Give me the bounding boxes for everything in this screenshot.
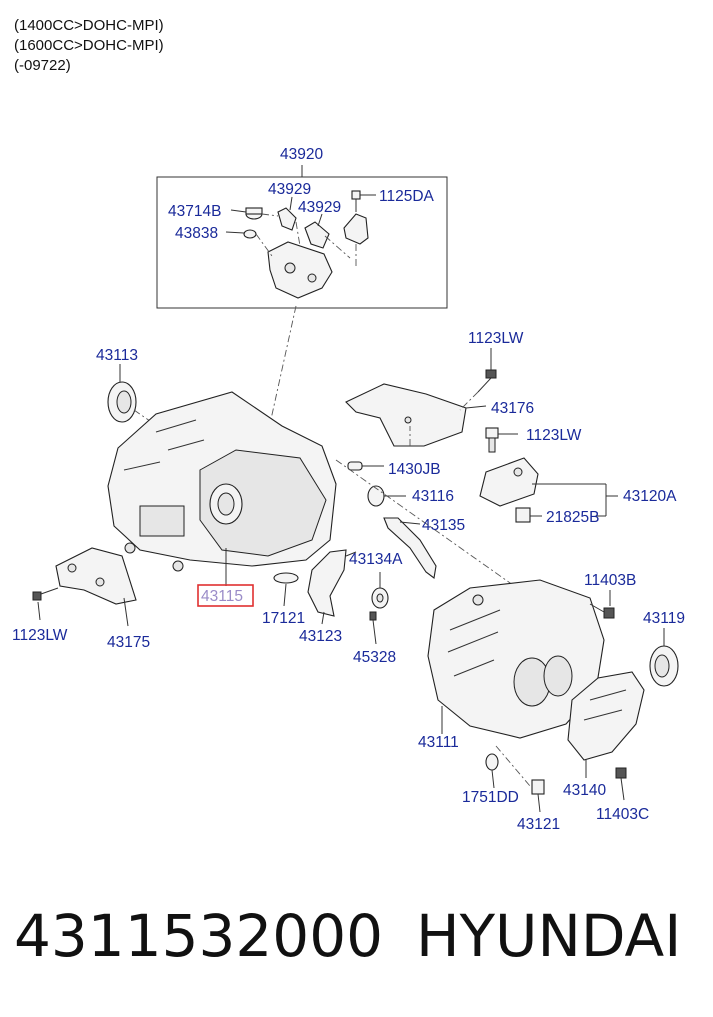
header-line-engine-2: (1600CC>DOHC-MPI) bbox=[14, 37, 164, 54]
label-21825B[interactable]: 21825B bbox=[546, 509, 599, 526]
label-45328[interactable]: 45328 bbox=[353, 649, 396, 666]
label-1430JB[interactable]: 1430JB bbox=[388, 461, 441, 478]
gasket-1751DD-drawing bbox=[485, 753, 499, 771]
cover-43134A-drawing bbox=[307, 549, 347, 617]
pin-1430JB-drawing bbox=[347, 461, 363, 471]
label-43135[interactable]: 43135 bbox=[422, 517, 465, 534]
shift-lever-bracket-drawing bbox=[267, 241, 333, 299]
clutch-housing-43115-drawing bbox=[107, 391, 337, 572]
rubber-21825B-drawing bbox=[515, 507, 531, 523]
label-1751DD[interactable]: 1751DD bbox=[462, 789, 519, 806]
header-line-date-range: (-09722) bbox=[14, 57, 71, 74]
part-number: 4311532000 bbox=[14, 902, 384, 970]
label-17121[interactable]: 17121 bbox=[262, 610, 305, 627]
header-line-engine-1: (1400CC>DOHC-MPI) bbox=[14, 17, 164, 34]
label-43111[interactable]: 43111 bbox=[418, 734, 459, 751]
bracket-1125DA-drawing bbox=[343, 190, 369, 245]
parts-exploded-diagram: 43920 43929 43929 1125DA 43714B 43838 43… bbox=[12, 146, 685, 833]
bolt-45328-drawing bbox=[369, 611, 377, 621]
label-43115[interactable]: 43115 bbox=[201, 588, 243, 605]
label-43929-a[interactable]: 43929 bbox=[268, 181, 311, 198]
oil-seal-43113-drawing bbox=[107, 381, 137, 423]
plug-43121-drawing bbox=[531, 779, 545, 795]
label-43140[interactable]: 43140 bbox=[563, 782, 606, 799]
label-43116[interactable]: 43116 bbox=[412, 488, 454, 505]
label-43175[interactable]: 43175 bbox=[107, 634, 150, 651]
rod-43135-drawing bbox=[383, 517, 437, 579]
mount-43120A-drawing bbox=[479, 457, 539, 507]
bolt-11403B-drawing bbox=[589, 603, 615, 619]
rear-cover-43140-drawing bbox=[567, 671, 645, 761]
clip-43929-b-drawing bbox=[304, 221, 330, 249]
clip-43929-a-drawing bbox=[277, 207, 297, 231]
seal-17121-drawing bbox=[273, 572, 299, 584]
cap-43714B-drawing bbox=[245, 207, 263, 220]
bolt-1123LW-mid-drawing bbox=[485, 427, 499, 453]
ring-seal-drawing bbox=[371, 587, 389, 609]
label-11403C[interactable]: 11403C bbox=[596, 806, 649, 823]
diagram-header: (1400CC>DOHC-MPI) (1600CC>DOHC-MPI) (-09… bbox=[14, 16, 164, 76]
label-43120A[interactable]: 43120A bbox=[623, 488, 677, 505]
label-43838[interactable]: 43838 bbox=[175, 225, 218, 242]
label-11403B[interactable]: 11403B bbox=[584, 572, 636, 589]
brand-name: HYUNDAI bbox=[416, 902, 682, 970]
part-number-footer: 4311532000 HYUNDAI bbox=[14, 896, 704, 976]
bolt-1123LW-top-drawing bbox=[477, 369, 497, 393]
label-43929-b[interactable]: 43929 bbox=[298, 199, 341, 216]
bolt-11403C-drawing bbox=[615, 767, 627, 779]
label-43714B[interactable]: 43714B bbox=[168, 203, 221, 220]
label-1125DA[interactable]: 1125DA bbox=[379, 188, 435, 205]
label-1123LW-left[interactable]: 1123LW bbox=[12, 627, 68, 644]
bolt-1123LW-left-drawing bbox=[32, 587, 59, 601]
label-43123[interactable]: 43123 bbox=[299, 628, 342, 645]
label-1123LW-top[interactable]: 1123LW bbox=[468, 330, 524, 347]
label-1123LW-mid[interactable]: 1123LW bbox=[526, 427, 582, 444]
label-43113[interactable]: 43113 bbox=[96, 347, 138, 364]
label-43119[interactable]: 43119 bbox=[643, 610, 685, 627]
bracket-43176-drawing bbox=[345, 383, 467, 447]
label-43134A[interactable]: 43134A bbox=[349, 551, 403, 568]
label-43920[interactable]: 43920 bbox=[280, 146, 323, 163]
oil-seal-43119-drawing bbox=[649, 645, 679, 687]
highlight-box-43115 bbox=[197, 584, 254, 607]
bracket-43175-drawing bbox=[55, 547, 137, 605]
magnet-43116-drawing bbox=[367, 485, 385, 507]
transmission-case-43111-drawing bbox=[427, 579, 605, 739]
label-43121[interactable]: 43121 bbox=[517, 816, 560, 833]
label-43176[interactable]: 43176 bbox=[491, 400, 534, 417]
washer-43838-drawing bbox=[243, 229, 257, 239]
